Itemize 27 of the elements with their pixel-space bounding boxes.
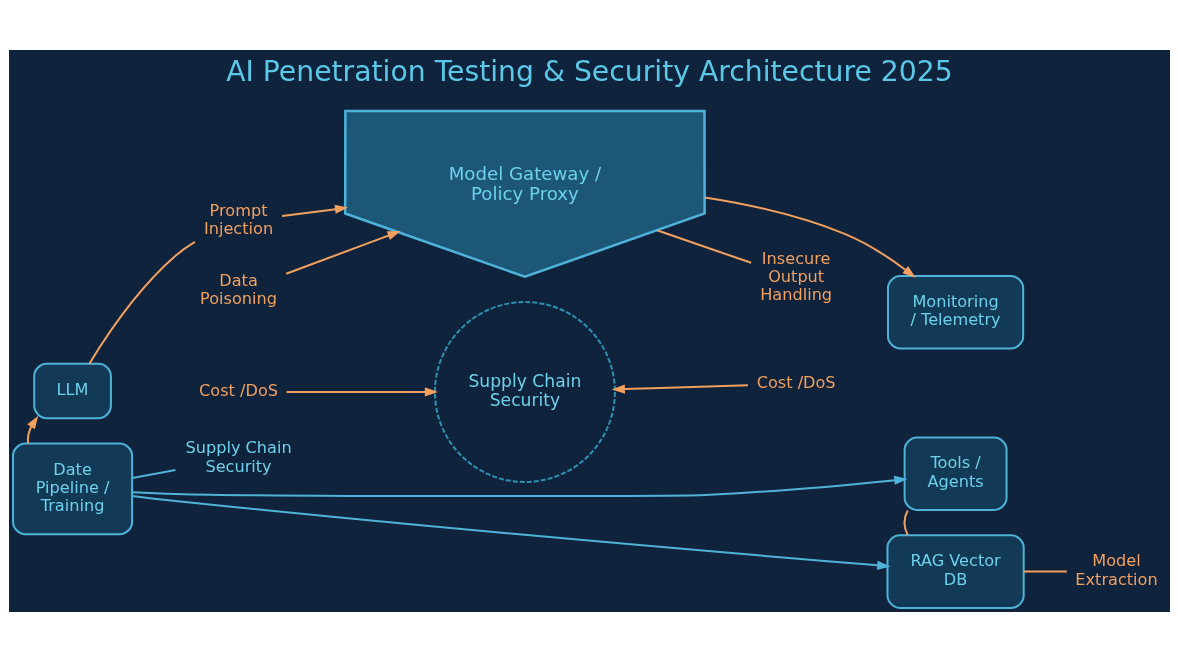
- arrow: [26, 415, 38, 444]
- diagram-title: AI Penetration Testing & Security Architecture 2025: [225, 54, 953, 88]
- arrow: [285, 231, 401, 275]
- node-box: RAG Vector DB: [885, 534, 1025, 609]
- arrow: [281, 204, 348, 218]
- node-box: Date Pipeline / Training: [11, 442, 133, 536]
- node-text: Cost /DoS: [198, 380, 278, 400]
- arrow: [131, 495, 890, 570]
- node-text: Prompt Injection: [203, 201, 273, 239]
- node-text: Cost /DoS: [756, 372, 836, 392]
- node-text: Data Poisoning: [199, 270, 277, 309]
- connector: [656, 229, 751, 264]
- arrow: [286, 387, 438, 397]
- node-circle: Supply Chain Security: [433, 301, 616, 483]
- arrow: [704, 196, 916, 278]
- connector: [1023, 570, 1067, 573]
- node-box: Tools / Agents: [903, 436, 1008, 512]
- node-box: Monitoring / Telemetry: [886, 274, 1024, 350]
- node-text: Insecure Output Handling: [759, 248, 832, 304]
- arrow: [131, 475, 907, 498]
- connector: [131, 469, 176, 479]
- connector: [88, 241, 195, 365]
- connector: [903, 510, 909, 536]
- node-text: Model Extraction: [1074, 551, 1158, 589]
- node-box: LLM: [32, 362, 112, 420]
- node-text: Supply Chain Security: [184, 438, 292, 476]
- arrow: [611, 384, 748, 394]
